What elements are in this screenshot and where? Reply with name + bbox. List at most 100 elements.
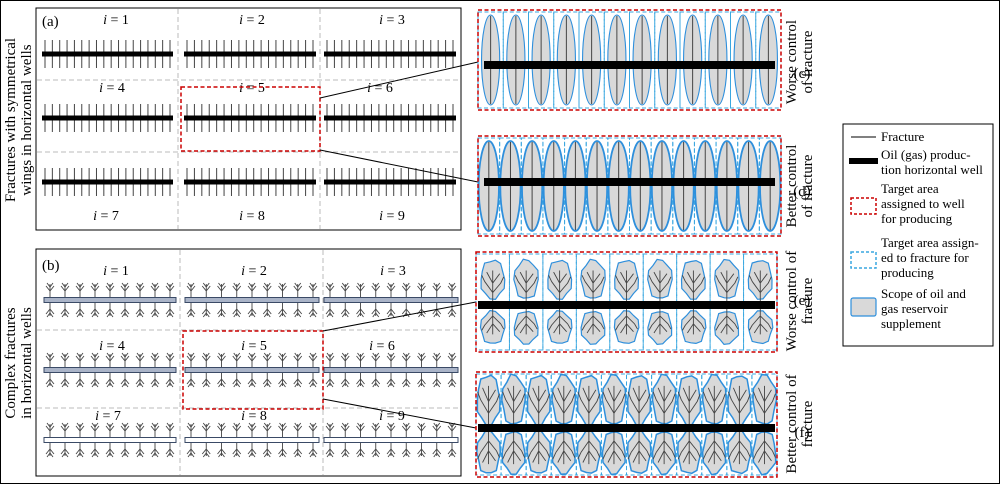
complex-fracture [90,282,100,297]
complex-fracture [502,385,526,425]
complex-fracture [186,282,196,297]
fracture-target-area [679,11,706,109]
complex-fracture [677,385,701,425]
panel-d-letter: (d) [793,184,811,200]
complex-fracture [386,443,396,458]
complex-fracture [135,373,145,388]
legend-target-well-swatch [850,197,877,215]
complex-fracture [417,352,426,367]
complex-fracture [432,282,442,297]
horizontal-well [484,178,775,186]
complex-fracture [262,373,272,388]
horizontal-well [323,297,459,303]
panel-a-wells [42,40,456,196]
panel-e-side-label-line2: fracture [800,277,816,324]
complex-fracture [748,308,772,335]
complex-fracture [432,352,442,367]
complex-fracture [75,443,85,458]
complex-fracture [135,422,145,437]
legend: Fracture Oil (gas) produc- tion horizont… [842,123,994,347]
complex-fracture [371,303,381,318]
panel-d-better-control-symmetric: (d) Better control of fracture [477,135,816,237]
panel-c-side-label-line1: Worse control [784,20,800,104]
panel-f-better-control-complex: (f) Better control of fracture [475,371,816,478]
complex-fracture [262,303,272,318]
complex-fracture [648,270,672,302]
horizontal-well [184,367,320,373]
complex-fracture [150,303,160,318]
complex-fracture [105,352,115,367]
complex-fracture [75,303,85,318]
well-label-7: i = 7 [95,409,121,424]
complex-fracture [432,422,442,437]
complex-fracture [602,385,626,425]
complex-fracture [401,373,411,388]
complex-fracture [150,422,160,437]
complex-fracture [681,308,705,335]
well-label-9: i = 9 [379,409,405,424]
complex-fracture [325,373,335,388]
panel-a-letter: (a) [42,14,59,30]
panel-d-side-label-line1: Better control [784,145,800,228]
complex-fracture [278,422,287,437]
complex-fracture [293,373,303,388]
well-label-5: i = 5 [241,339,267,354]
complex-fracture [90,373,100,388]
complex-fracture [186,422,196,437]
well-label-7: i = 7 [93,209,119,224]
complex-fracture [325,303,335,318]
complex-fracture [217,422,226,437]
complex-fracture [217,443,226,458]
complex-fracture [325,282,335,297]
complex-fracture [186,373,196,388]
panel-b-wells [43,282,459,458]
fracture-target-area [629,11,656,109]
complex-fracture [432,373,442,388]
complex-fracture [90,303,100,318]
complex-fracture [577,385,601,425]
complex-fracture [548,308,572,335]
complex-fracture [278,303,287,318]
complex-fracture [165,373,175,388]
complex-fracture [502,431,526,465]
horizontal-well [42,115,173,121]
complex-fracture [247,282,257,297]
complex-fracture [447,443,457,458]
zoom-line-a-d-bottom [319,149,479,183]
complex-fracture [548,270,572,302]
complex-fracture [60,373,70,388]
complex-fracture [45,422,55,437]
complex-fracture [386,422,396,437]
complex-fracture [340,303,350,318]
complex-fracture [308,373,318,388]
complex-fracture [356,373,365,388]
complex-fracture [481,308,505,335]
complex-fracture [75,352,85,367]
complex-fracture [447,303,457,318]
complex-fracture [60,352,70,367]
horizontal-well [323,367,459,373]
legend-target-fracture-line3: producing [881,265,934,280]
panel-e-letter: (e) [794,293,811,309]
complex-fracture [278,373,287,388]
complex-fracture [514,308,538,335]
complex-fracture [201,373,211,388]
fracture-target-area [603,11,630,109]
complex-fracture [278,443,287,458]
complex-fracture [232,422,242,437]
panel-a-selected-well-box [180,86,321,152]
complex-fracture [293,352,303,367]
complex-fracture [105,422,115,437]
complex-fracture [308,303,318,318]
legend-fracture-label: Fracture [881,129,925,144]
zoom-line-b-f-bottom [322,398,477,429]
complex-fracture [447,352,457,367]
complex-fracture [150,352,160,367]
complex-fracture [120,282,130,297]
well-label-5: i = 5 [239,81,265,96]
complex-fracture [356,303,365,318]
complex-fracture [356,443,365,458]
complex-fracture [727,431,751,465]
